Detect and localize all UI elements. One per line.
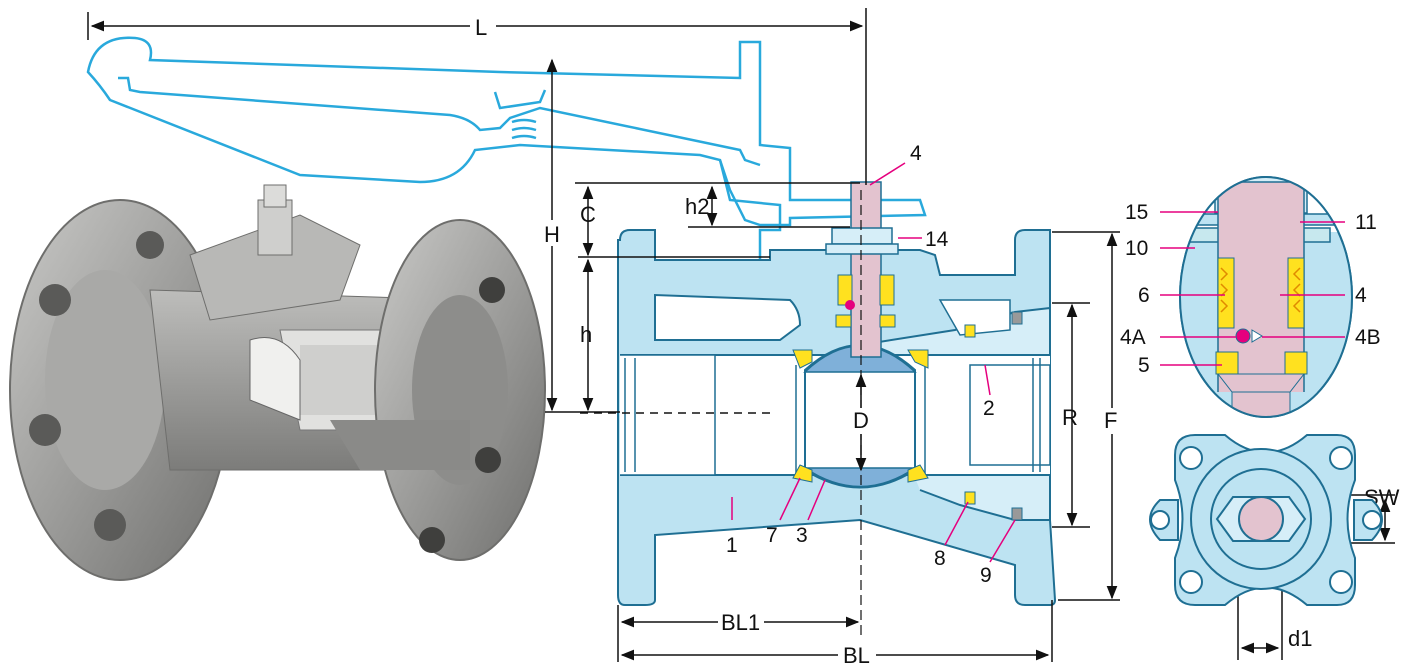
part-8-label: 8 (934, 547, 946, 570)
dim-L: L (475, 15, 487, 40)
dim-F: F (1104, 408, 1117, 433)
dim-D: D (853, 408, 869, 433)
section-part-labels: 4 14 1 7 3 2 8 9 (726, 142, 995, 587)
detail-part-6-label: 6 (1138, 284, 1150, 307)
detail-part-4-label: 4 (1355, 284, 1367, 307)
part-4-label: 4 (910, 142, 922, 165)
part-3-label: 3 (796, 524, 808, 547)
lever-handle-outline (86, 36, 927, 282)
dim-BL1: BL1 (721, 610, 760, 635)
part-9-label: 9 (980, 564, 992, 587)
flange-top-view (1149, 434, 1383, 606)
dimension-labels: L H C h2 h D R F BL1 BL SW d1 (470, 14, 1400, 664)
detail-part-labels: 15 11 10 6 4 4A 4B 5 (1120, 201, 1381, 377)
detail-part-10-label: 10 (1125, 237, 1148, 260)
dim-R: R (1062, 405, 1078, 430)
detail-part-leaders (1160, 211, 1345, 366)
dim-d1: d1 (1288, 626, 1312, 651)
dim-H: H (544, 222, 560, 247)
part-2-label: 2 (983, 397, 995, 420)
cutaway-ball-valve-photo (9, 184, 546, 581)
dim-C: C (580, 202, 596, 227)
part-7-label: 7 (766, 524, 778, 547)
dim-BL: BL (843, 643, 870, 664)
dim-h: h (580, 322, 592, 347)
detail-part-15-label: 15 (1125, 201, 1148, 224)
detail-part-5-label: 5 (1138, 354, 1150, 377)
section-part-leaders (731, 162, 1016, 563)
part-1-label: 1 (726, 534, 738, 557)
detail-part-4A-label: 4A (1120, 326, 1146, 349)
stem-packing-detail (1179, 176, 1353, 418)
detail-part-11-label: 11 (1355, 211, 1377, 234)
detail-part-4B-label: 4B (1355, 326, 1381, 349)
part-14-label: 14 (925, 228, 949, 251)
ball-valve-cross-section (580, 181, 1057, 640)
dim-h2: h2 (685, 194, 709, 219)
